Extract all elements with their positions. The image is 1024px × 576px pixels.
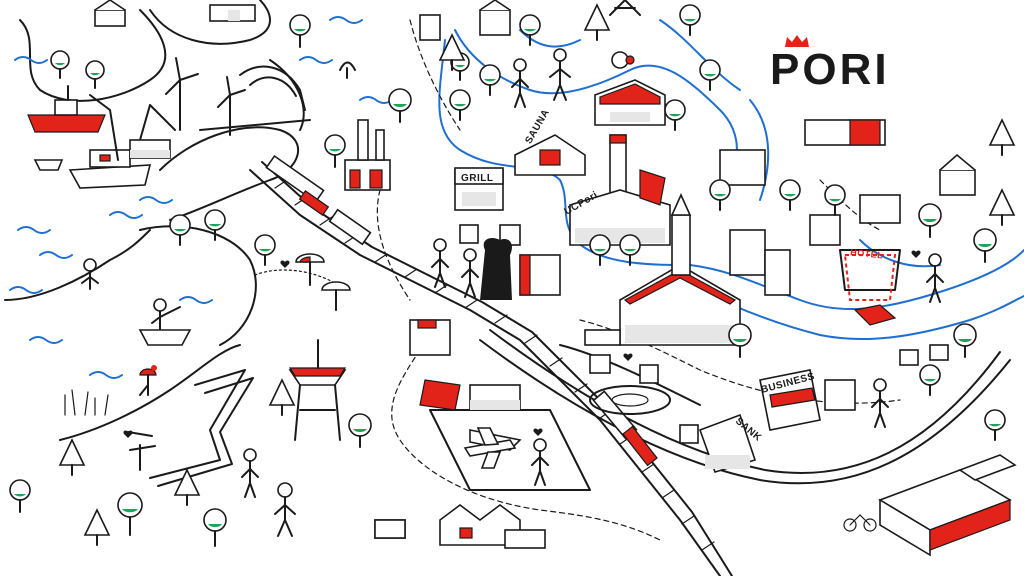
trees bbox=[9, 4, 1006, 547]
playground bbox=[609, 0, 641, 69]
cargo-ship bbox=[27, 85, 106, 133]
port-cranes bbox=[89, 94, 176, 161]
river bbox=[438, 19, 1024, 340]
grill-kiosk: GRILL bbox=[454, 167, 504, 211]
power-plant bbox=[344, 119, 391, 191]
island-houses bbox=[94, 0, 256, 27]
airplane bbox=[463, 427, 517, 469]
hotel-label: HOTEL bbox=[850, 247, 884, 260]
airport bbox=[419, 379, 591, 491]
hotel: HOTEL bbox=[839, 247, 901, 326]
misc-buildings bbox=[374, 0, 976, 539]
bicycle bbox=[843, 514, 877, 532]
footpaths bbox=[376, 19, 901, 541]
business-district: BUSINESS SANK bbox=[698, 369, 821, 473]
church bbox=[619, 193, 741, 346]
reeds bbox=[64, 389, 109, 416]
beach bbox=[254, 253, 351, 311]
grill-label: GRILL bbox=[461, 173, 494, 184]
town-square bbox=[589, 385, 671, 415]
wind-turbines bbox=[165, 57, 246, 136]
cabin-red bbox=[594, 79, 666, 126]
watch-tower bbox=[288, 339, 347, 441]
signpost bbox=[127, 431, 156, 471]
whale-tail bbox=[339, 61, 356, 79]
pori-logo: PORI bbox=[770, 34, 980, 94]
railway bbox=[249, 161, 1011, 576]
small-boat bbox=[33, 159, 192, 346]
sauna-building: SAUNA bbox=[514, 107, 586, 176]
crown-icon bbox=[785, 35, 809, 47]
water-waves bbox=[9, 16, 393, 379]
pori-logo-text: PORI bbox=[770, 45, 890, 94]
conifers bbox=[58, 3, 1016, 546]
people bbox=[81, 48, 944, 537]
train bbox=[265, 154, 658, 467]
bridge bbox=[199, 65, 311, 131]
warehouses bbox=[878, 454, 1017, 557]
pier bbox=[149, 369, 254, 487]
ferry bbox=[68, 149, 152, 189]
bear-statue bbox=[480, 238, 512, 300]
heron bbox=[139, 365, 157, 396]
